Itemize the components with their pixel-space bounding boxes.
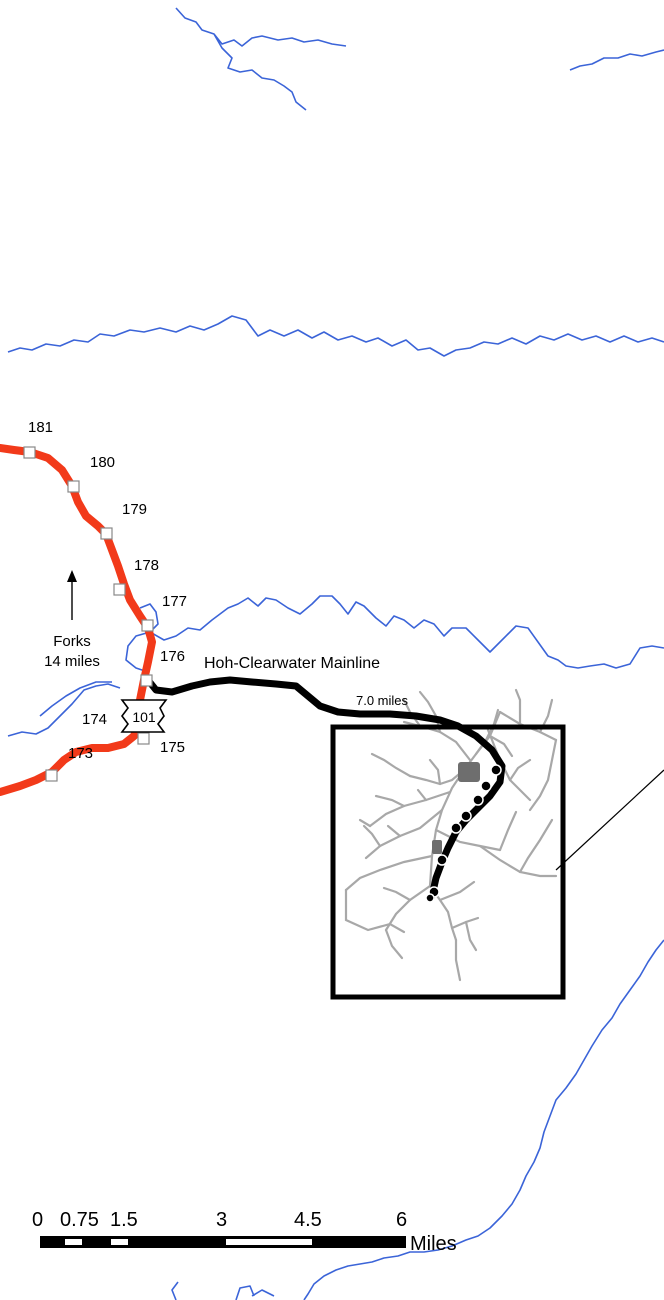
scale-bar-ticks: 0 0.75 1.5 3 4.5 6	[32, 1209, 407, 1231]
site-marker	[480, 780, 492, 792]
direction-place: Forks	[53, 633, 91, 650]
route-distance-label: 7.0 miles	[356, 693, 409, 708]
milepost-label: 177	[162, 593, 187, 610]
milepost-labels: 181 180 179 178 177 176 175 174 173	[28, 419, 187, 762]
milepost-181-marker	[23, 446, 36, 459]
inset-leader-line	[555, 769, 664, 871]
scale-unit-label: Miles	[410, 1233, 457, 1255]
site-marker	[460, 810, 472, 822]
river-hoh-lower	[7, 681, 121, 737]
highway-shield-label: 101	[132, 709, 156, 725]
milepost-177-marker	[141, 619, 154, 632]
milepost-label: 174	[82, 711, 107, 728]
direction-distance: 14 miles	[44, 653, 100, 670]
route-label: Hoh-Clearwater Mainline	[204, 655, 380, 672]
river-top-right	[569, 49, 664, 71]
milepost-label: 180	[90, 454, 115, 471]
milepost-label: 176	[160, 648, 185, 665]
milepost-label: 179	[122, 501, 147, 518]
rivers	[7, 7, 664, 1300]
feature-block	[458, 762, 480, 782]
milepost-180-marker	[67, 480, 80, 493]
river-lower-right	[303, 939, 664, 1300]
scale-tick-label: 4.5	[294, 1209, 322, 1231]
highway-101	[0, 444, 156, 796]
arrow-up-icon	[67, 570, 77, 620]
milepost-label: 175	[160, 739, 185, 756]
scale-bar	[40, 1236, 406, 1248]
milepost-markers	[23, 446, 154, 782]
river-hoh-main	[139, 595, 664, 669]
river-middle	[7, 315, 664, 357]
site-markers	[425, 764, 502, 903]
scale-tick-label: 0.75	[60, 1209, 99, 1231]
scale-tick-label: 0	[32, 1209, 43, 1231]
river-hoh-side	[125, 631, 151, 673]
feature-block	[432, 840, 442, 854]
milepost-label: 173	[68, 745, 93, 762]
milepost-label: 181	[28, 419, 53, 436]
site-marker	[436, 854, 448, 866]
scale-tick-label: 1.5	[110, 1209, 138, 1231]
milepost-178-marker	[113, 583, 126, 596]
inset-frame	[330, 724, 566, 1000]
river-top-left	[175, 7, 347, 111]
hoh-clearwater-mainline	[144, 676, 506, 900]
milepost-label: 178	[134, 557, 159, 574]
milepost-179-marker	[100, 527, 113, 540]
inset-features	[432, 762, 480, 854]
site-marker	[450, 822, 462, 834]
site-marker	[425, 893, 435, 903]
milepost-173-marker	[45, 769, 58, 782]
milepost-176-marker	[140, 674, 153, 687]
site-marker	[472, 794, 484, 806]
scale-tick-label: 3	[216, 1209, 227, 1231]
milepost-175-marker	[137, 732, 150, 745]
scale-tick-label: 6	[396, 1209, 407, 1231]
river-bottom-left	[171, 1281, 275, 1300]
site-marker	[490, 764, 502, 776]
us-route-shield-icon: 101	[120, 699, 168, 733]
